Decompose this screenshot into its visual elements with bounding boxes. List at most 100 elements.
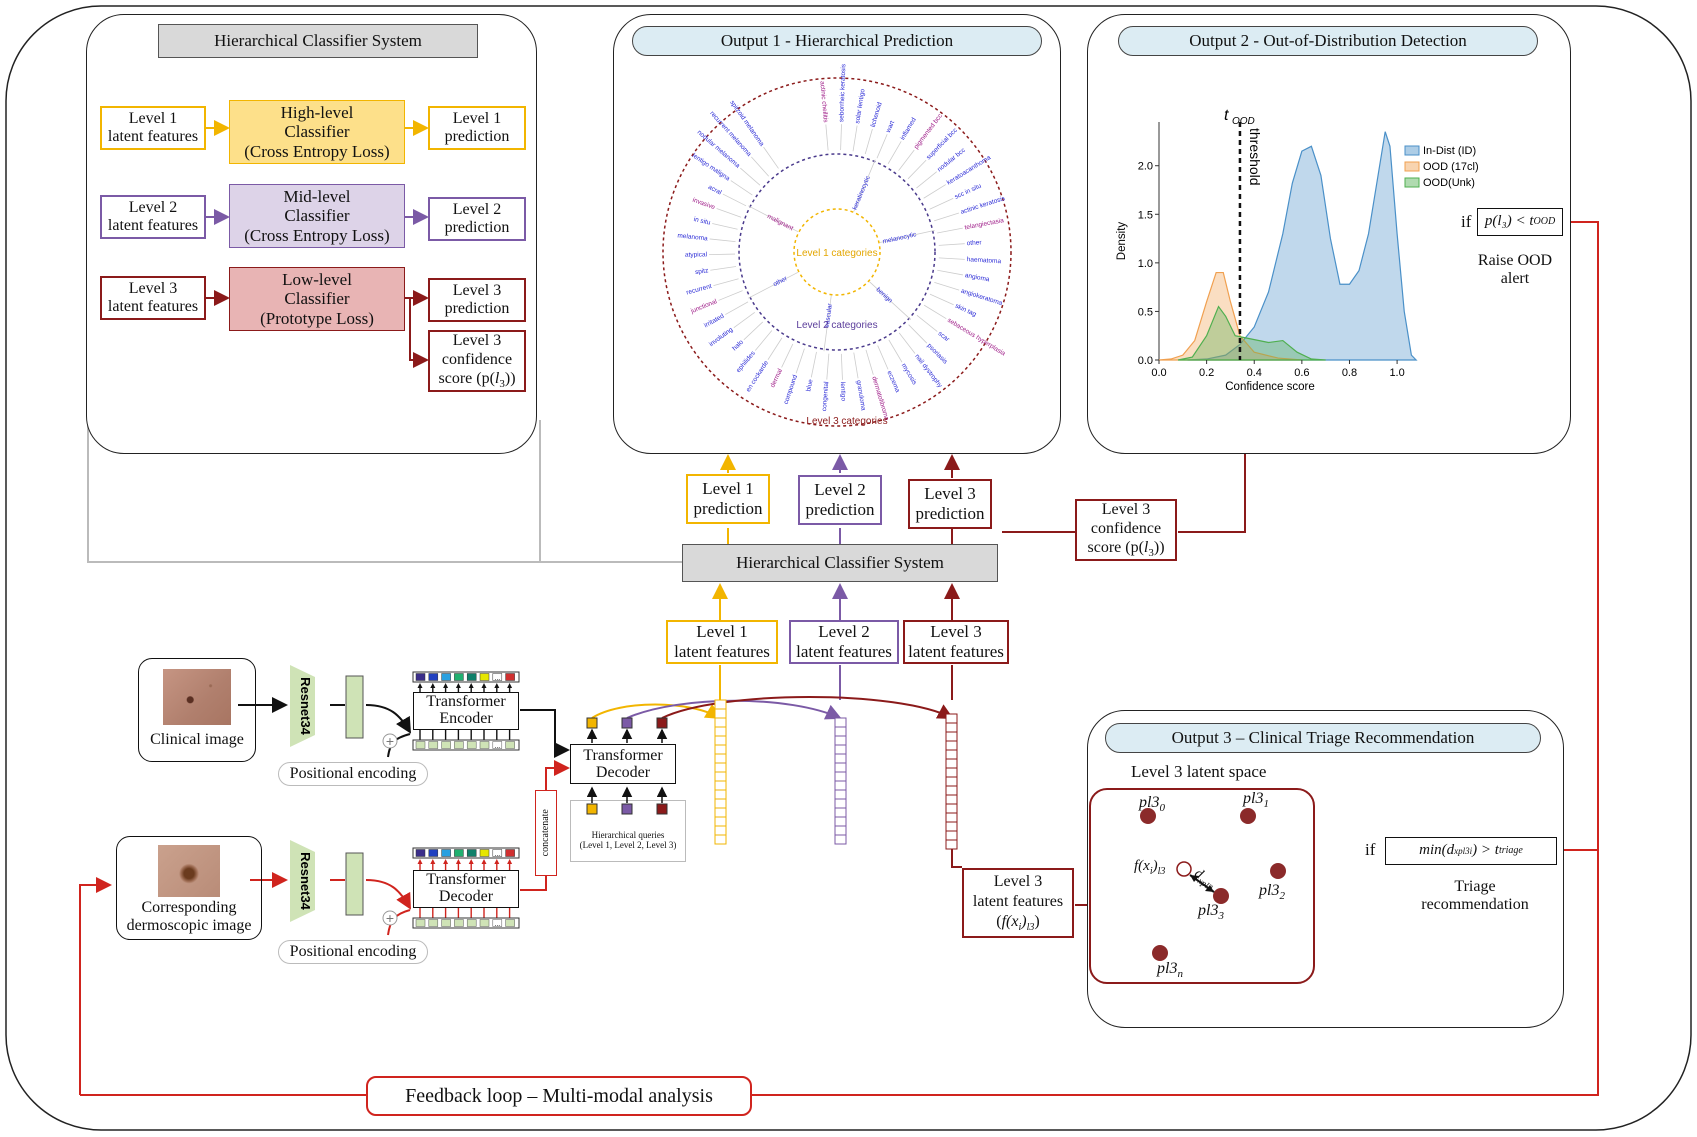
dendro-link: [751, 156, 770, 177]
hcs-l1-output: Level 1 prediction: [428, 106, 526, 150]
dendro-link: [876, 134, 888, 159]
dendro-link: [888, 339, 903, 363]
dendro-link: [852, 125, 858, 152]
sample-i-sub: i: [1149, 866, 1153, 877]
sample-close: ): [1152, 858, 1158, 874]
confidence-close: )): [1153, 539, 1165, 556]
confidence-text: Level 3 confidence score (p(: [1087, 500, 1162, 556]
y-tick-label: 0.5: [1138, 306, 1153, 318]
level3-term: congenital: [821, 381, 830, 412]
proto3-base: pl3: [1198, 902, 1219, 919]
level3-term: mycosis: [900, 362, 918, 386]
dendro-link: [923, 184, 946, 199]
level3-term: solar lentigo: [854, 88, 866, 124]
level1-categories-label: Level 1 categories: [796, 248, 877, 259]
level3-term: halo: [731, 339, 745, 353]
level2-term: melanocytic: [882, 231, 918, 245]
dendro-link: [916, 171, 937, 189]
level3-term: scc in situ: [954, 182, 983, 200]
dendro-link: [898, 149, 915, 171]
dendro-link: [923, 304, 947, 319]
level2-term: vascular: [824, 302, 834, 328]
dendro-link: [865, 349, 874, 375]
legend-label-2: OOD(Unk): [1423, 177, 1475, 189]
level2-prediction-box: Level 2 prediction: [798, 475, 882, 525]
proto1-sub: 1: [1263, 798, 1269, 811]
feedback-loop-label: Feedback loop – Multi-modal analysis: [366, 1076, 752, 1116]
x-tick-label: 0.8: [1342, 367, 1357, 379]
dendro-link: [740, 167, 761, 186]
level3-term: angioma: [964, 272, 990, 283]
level2-ring: [738, 153, 936, 351]
sample-embedding-label: f(xi)l3: [1134, 858, 1165, 877]
hcs-confidence-close: )): [504, 370, 516, 387]
level3-term: lentigo: [839, 382, 847, 402]
dendro-link: [823, 295, 832, 352]
x-axis-label: Confidence score: [1225, 381, 1315, 393]
level3-term: seborrheic keratosis: [838, 63, 847, 122]
level3-term: melanoma: [677, 232, 708, 242]
legend-swatch-2: [1404, 177, 1420, 188]
level1-latent-features-box: Level 1 latent features: [666, 620, 778, 664]
hcs-mid-level-classifier: Mid-level Classifier (Cross Entropy Loss…: [229, 184, 405, 248]
dendro-link: [781, 343, 794, 368]
level3-term: recurrent: [686, 283, 713, 297]
proto2-base: pl3: [1259, 882, 1280, 899]
level3-term: blue: [805, 378, 814, 392]
dendro-link: [929, 197, 954, 210]
density-series-1: [1158, 271, 1302, 361]
x-tick-label: 0.6: [1294, 367, 1309, 379]
legend-swatch-1: [1404, 161, 1420, 172]
proto0-base: pl3: [1139, 794, 1160, 811]
level3-term: eczema: [885, 370, 901, 394]
prototype-label-1: pl31: [1243, 790, 1269, 810]
dendro-link: [730, 180, 753, 196]
level3-term: telangiectasia: [964, 217, 1005, 231]
triage-if-text: if: [1365, 840, 1376, 859]
hcs-bar: Hierarchical Classifier System: [682, 544, 998, 582]
hcs-l2-output: Level 2 prediction: [428, 197, 526, 241]
proto0-sub: 0: [1159, 802, 1165, 815]
l3-feat-post: ): [1034, 912, 1040, 930]
latent-space-title: Level 3 latent space: [1131, 762, 1267, 781]
prototype-label-2: pl32: [1259, 882, 1285, 902]
transformer-decoder-main: Transformer Decoder: [570, 744, 676, 784]
prototype-label-0: pl30: [1139, 794, 1165, 814]
dendro-link: [713, 278, 739, 286]
level3-term: involuting: [708, 326, 735, 348]
clinical-image-caption: Clinical image: [150, 731, 244, 748]
triage-formula-sub2: triage: [1498, 845, 1523, 857]
dendro-link: [938, 243, 965, 246]
level2-categories-label: Level 2 categories: [796, 320, 877, 331]
level2-term: malignant: [766, 213, 794, 232]
proto-n-base: pl3: [1157, 960, 1178, 977]
confidence-sub: 3: [1148, 547, 1154, 560]
y-axis-label: Density: [1116, 222, 1128, 261]
l3-feat-close: ): [1021, 912, 1027, 930]
y-tick-label: 0.0: [1138, 355, 1153, 367]
output3-title: Output 3 – Clinical Triage Recommendatio…: [1105, 723, 1541, 753]
dendro-link: [937, 269, 964, 276]
x-tick-label: 0.4: [1247, 367, 1262, 379]
threshold-t-label: t: [1224, 107, 1229, 124]
level3-term: dermal: [769, 367, 784, 388]
level3-prediction-box: Level 3 prediction: [908, 479, 992, 529]
clinical-image-card: Clinical image: [138, 658, 256, 762]
transformer-encoder: Transformer Encoder: [413, 692, 519, 730]
dermoscopic-image-caption: Corresponding dermoscopic image: [126, 899, 252, 935]
level3-categories-label: Level 3 categories: [806, 416, 887, 427]
clinical-image: [163, 669, 231, 725]
level3-term: atypical: [685, 251, 708, 258]
dendro-link: [907, 159, 927, 180]
ood-condition-text: p(l₃) < t: [1484, 213, 1534, 230]
prototype-label-n: pl3n: [1157, 960, 1183, 980]
hcs-low-level-classifier: Low-level Classifier (Prototype Loss): [229, 267, 405, 331]
dendro-link: [864, 128, 873, 155]
dendro-link: [908, 324, 928, 344]
level3-term: en cockarde: [745, 359, 770, 393]
level3-latent-feature-vector-box: Level 3 latent features (f(xi)l3): [962, 868, 1074, 938]
level3-term: invasive: [691, 197, 716, 212]
dendro-link: [877, 345, 889, 370]
